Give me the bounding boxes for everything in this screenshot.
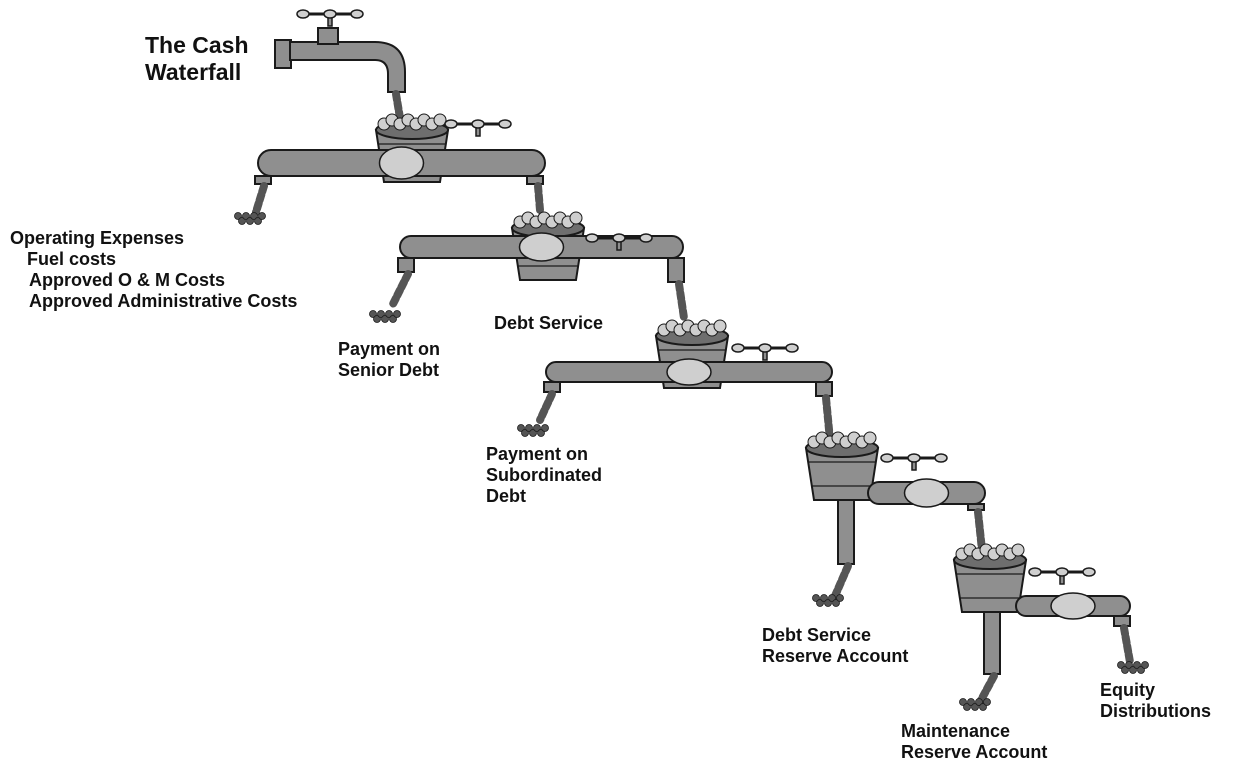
operating-expenses-label: Operating Expenses Fuel costs Approved O… — [10, 228, 297, 312]
spout-level-3-right — [816, 382, 832, 440]
spout-operating — [235, 176, 272, 225]
title-line-2: Waterfall — [145, 59, 249, 86]
equity-line-2: Distributions — [1100, 701, 1211, 722]
subordinated-debt-label: Payment on Subordinated Debt — [486, 444, 602, 507]
senior-debt-line-1: Payment on — [338, 339, 440, 360]
operating-heading: Operating Expenses — [10, 228, 297, 249]
spout-mra-drain — [960, 612, 1001, 711]
spout-level-2-right — [668, 258, 684, 318]
dsra-label: Debt Service Reserve Account — [762, 625, 908, 667]
equity-distributions-label: Equity Distributions — [1100, 680, 1211, 722]
bucket-mra — [954, 544, 1026, 612]
mra-line-1: Maintenance — [901, 721, 1047, 742]
spout-equity — [1114, 616, 1149, 674]
spout-level-1-right — [527, 176, 543, 210]
spout-level-4-right — [968, 504, 984, 550]
subordinated-line-1: Payment on — [486, 444, 602, 465]
spout-subordinated — [518, 382, 561, 437]
dsra-line-2: Reserve Account — [762, 646, 908, 667]
senior-debt-label: Payment on Senior Debt — [338, 339, 440, 381]
pipe-level-5 — [1016, 568, 1130, 619]
bucket-dsra — [806, 432, 878, 500]
operating-item-fuel: Fuel costs — [10, 249, 297, 270]
subordinated-line-3: Debt — [486, 486, 602, 507]
spout-senior-debt — [370, 258, 415, 323]
diagram-title: The Cash Waterfall — [145, 32, 249, 86]
mra-line-2: Reserve Account — [901, 742, 1047, 763]
operating-item-admin: Approved Administrative Costs — [10, 291, 297, 312]
subordinated-line-2: Subordinated — [486, 465, 602, 486]
title-line-1: The Cash — [145, 32, 249, 59]
pipe-level-2 — [400, 233, 683, 261]
operating-item-om: Approved O & M Costs — [10, 270, 297, 291]
debt-service-label: Debt Service — [494, 313, 603, 334]
senior-debt-line-2: Senior Debt — [338, 360, 440, 381]
mra-label: Maintenance Reserve Account — [901, 721, 1047, 763]
source-faucet — [275, 10, 405, 118]
pipe-level-4 — [868, 454, 985, 507]
equity-line-1: Equity — [1100, 680, 1211, 701]
dsra-line-1: Debt Service — [762, 625, 908, 646]
spout-dsra-drain — [813, 500, 855, 607]
